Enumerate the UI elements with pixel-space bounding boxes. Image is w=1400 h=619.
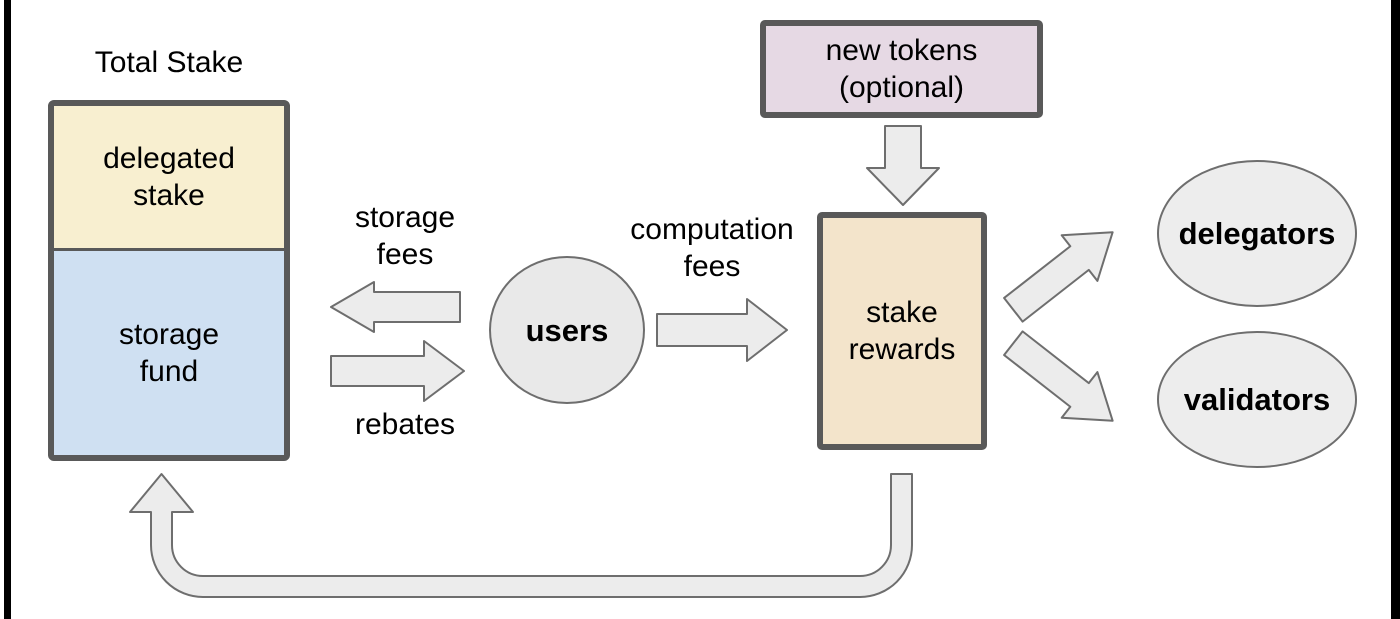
new-tokens-label: new tokens (optional) xyxy=(825,34,978,104)
delegators-arrow xyxy=(1003,231,1114,323)
stake-rewards-node: stake rewards xyxy=(817,212,987,450)
delegators-node: delegators xyxy=(1157,160,1357,307)
validators-node: validators xyxy=(1157,331,1357,468)
delegated-stake-label: delegated stake xyxy=(103,142,235,212)
users-node: users xyxy=(489,256,645,404)
total-stake-title: Total Stake xyxy=(94,46,244,79)
users-label: users xyxy=(525,312,609,348)
storage-fund-section: storage fund xyxy=(54,248,284,455)
delegators-label: delegators xyxy=(1178,216,1336,251)
new-tokens-arrow xyxy=(866,125,940,206)
frame-left-border xyxy=(4,0,11,619)
rebates-arrow xyxy=(330,340,465,402)
validators-arrow xyxy=(1003,330,1114,422)
validators-label: validators xyxy=(1183,382,1331,417)
storage-fees-label: storage fees xyxy=(354,201,456,271)
rebates-label: rebates xyxy=(354,408,456,441)
storage-fund-return-pipe-arrow xyxy=(129,473,913,598)
total-stake-box: delegated stake storage fund xyxy=(48,100,290,461)
delegated-stake-section: delegated stake xyxy=(54,106,284,248)
stake-rewards-label: stake rewards xyxy=(848,296,956,366)
new-tokens-node: new tokens (optional) xyxy=(760,20,1043,118)
computation-fees-label: computation fees xyxy=(630,213,794,283)
storage-fund-label: storage fund xyxy=(118,318,220,388)
storage-fees-arrow xyxy=(330,281,461,333)
frame-right-border xyxy=(1391,0,1400,619)
computation-fees-arrow xyxy=(656,298,788,362)
